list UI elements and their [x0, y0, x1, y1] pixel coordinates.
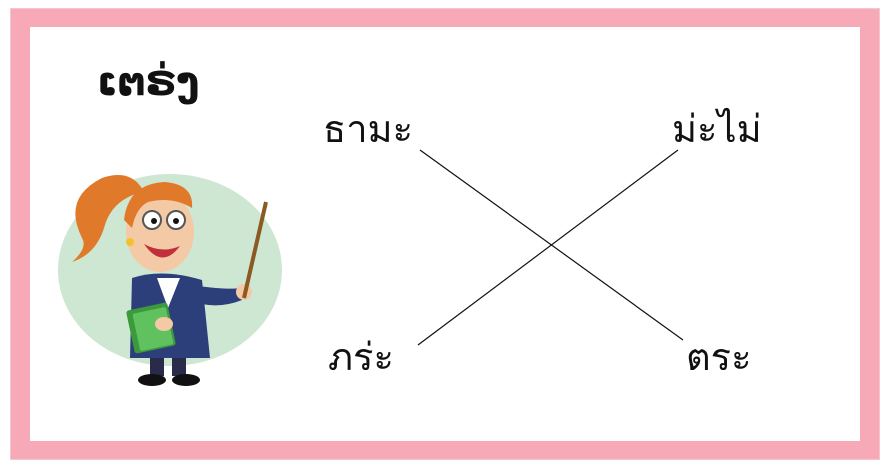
connection-line [417, 149, 679, 346]
teacher-illustration-icon [58, 174, 282, 386]
word-top-right[interactable]: ม่ะไม่ [672, 107, 762, 151]
word-bottom-left[interactable]: ภร่ะ [328, 335, 394, 379]
word-top-left[interactable]: ธามะ [323, 107, 413, 151]
page-title: ເຕຣ່ງ [97, 59, 200, 105]
word-bottom-right[interactable]: ตระ [686, 335, 752, 379]
